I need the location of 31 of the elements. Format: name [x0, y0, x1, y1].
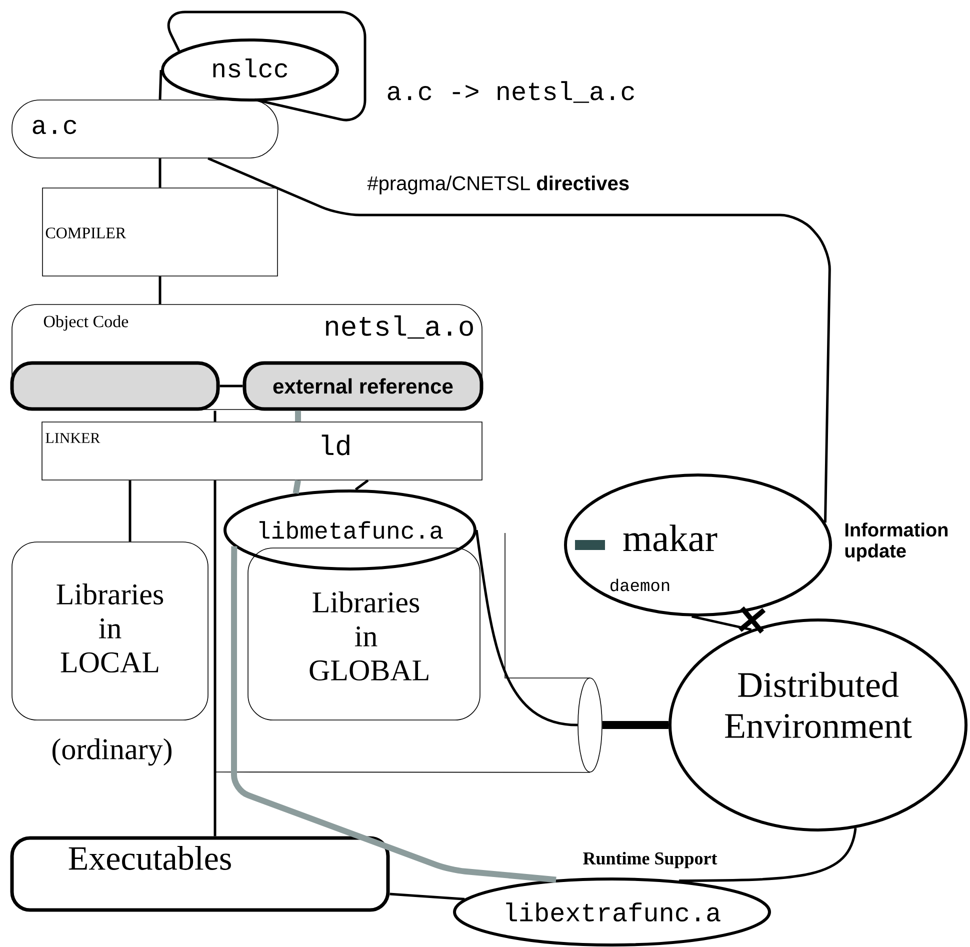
connector: [208, 157, 831, 523]
connector: [691, 615, 752, 631]
node-caption: (ordinary): [52, 738, 172, 766]
edge-label: Runtime Support: [580, 850, 720, 870]
file-box: a.c: [12, 100, 278, 158]
connector: [220, 384, 243, 388]
note-text: a.c -> netsl_a.c: [388, 81, 634, 103]
connector: [214, 410, 216, 422]
node-caption: Information update: [845, 522, 948, 562]
shaded-pill: [10, 361, 220, 411]
connector: [231, 546, 556, 883]
connector: [158, 158, 162, 188]
connector: [128, 480, 132, 542]
output-box: Executables: [10, 836, 390, 912]
connector: [679, 828, 857, 882]
library-box: Libraries in LOCAL: [12, 542, 208, 720]
connector: [390, 892, 465, 900]
connector: [214, 480, 216, 836]
connector: [295, 410, 301, 422]
library-box: Libraries in GLOBAL: [248, 548, 480, 720]
process-box: LINKER ld: [42, 422, 482, 480]
connector: [158, 276, 162, 304]
disk-cylinder: [578, 678, 602, 772]
connector: [475, 530, 578, 726]
reference-pill: external reference: [242, 361, 484, 411]
process-box: COMPILER: [42, 188, 278, 276]
connector: [354, 479, 369, 491]
connector: [292, 480, 301, 494]
edge-label: #pragma/CNETSL directives: [365, 174, 632, 196]
connector: [158, 70, 162, 100]
connector: [602, 721, 668, 729]
